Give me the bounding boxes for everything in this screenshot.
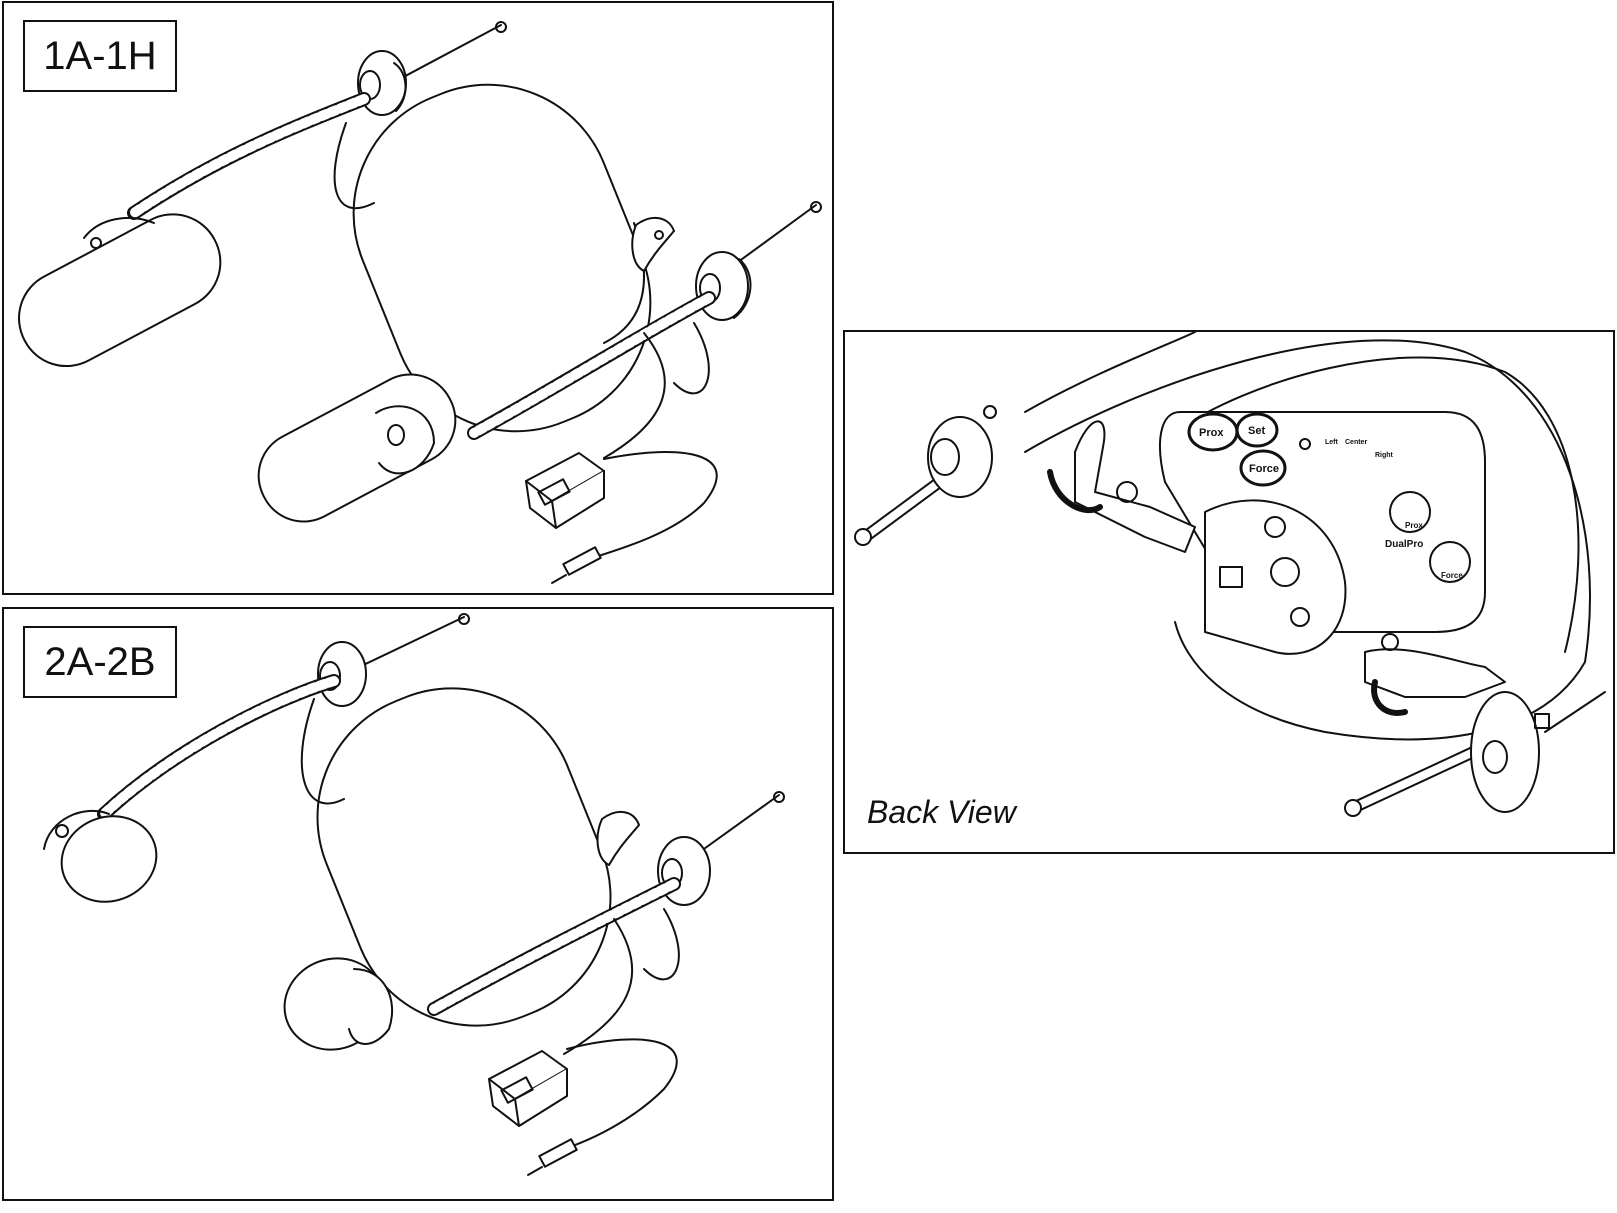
left-label: Left — [1325, 439, 1339, 446]
set-button-label: Set — [1248, 425, 1265, 437]
right-label: Right — [1375, 452, 1394, 459]
right-clamp — [1470, 691, 1550, 813]
main-head-pad-2 — [316, 687, 612, 1027]
right-round-pad — [283, 957, 394, 1051]
pivot-bracket-2 — [596, 810, 640, 866]
brand-label: DualPro — [1385, 539, 1423, 550]
center-label: Center — [1345, 439, 1367, 446]
db9-connector-2 — [488, 1050, 568, 1127]
headrest-assembly-drawing-1 — [18, 21, 822, 584]
force-dial-label: Force — [1441, 571, 1463, 580]
back-view-caption: Back View — [867, 794, 1016, 830]
prox-dial — [1389, 491, 1431, 533]
pivot-bracket — [631, 216, 675, 272]
panel-label-1a-1h: 1A-1H — [23, 20, 177, 92]
right-lever — [1364, 633, 1506, 716]
panel-label-2a-2b: 2A-2B — [23, 626, 177, 698]
force-button-label: Force — [1249, 463, 1279, 475]
hinge-plate — [1204, 499, 1347, 655]
prox-button-label: Prox — [1199, 427, 1224, 439]
back-view-drawing: Prox Set Force Left Center Right Prox Fo… — [854, 332, 1606, 817]
prox-dial-label: Prox — [1405, 521, 1423, 530]
diagram-panel-1a-1h: 1A-1H — [2, 1, 834, 595]
upper-clamp-2 — [317, 641, 367, 707]
audio-jack-1 — [551, 546, 602, 584]
force-dial — [1429, 541, 1471, 583]
power-icon — [1299, 438, 1311, 450]
audio-jack-2 — [527, 1138, 578, 1176]
headrest-assembly-drawing-2 — [43, 613, 785, 1176]
right-side-pad — [257, 373, 457, 523]
lower-clamp — [695, 251, 752, 321]
left-lever — [1047, 420, 1196, 553]
left-clamp — [927, 405, 997, 498]
diagram-panel-2a-2b: 2A-2B — [2, 607, 834, 1201]
diagram-panel-back-view: Prox Set Force Left Center Right Prox Fo… — [843, 330, 1615, 854]
db9-connector-1 — [525, 452, 605, 529]
left-side-pad — [18, 213, 222, 368]
left-round-pad — [43, 809, 158, 903]
